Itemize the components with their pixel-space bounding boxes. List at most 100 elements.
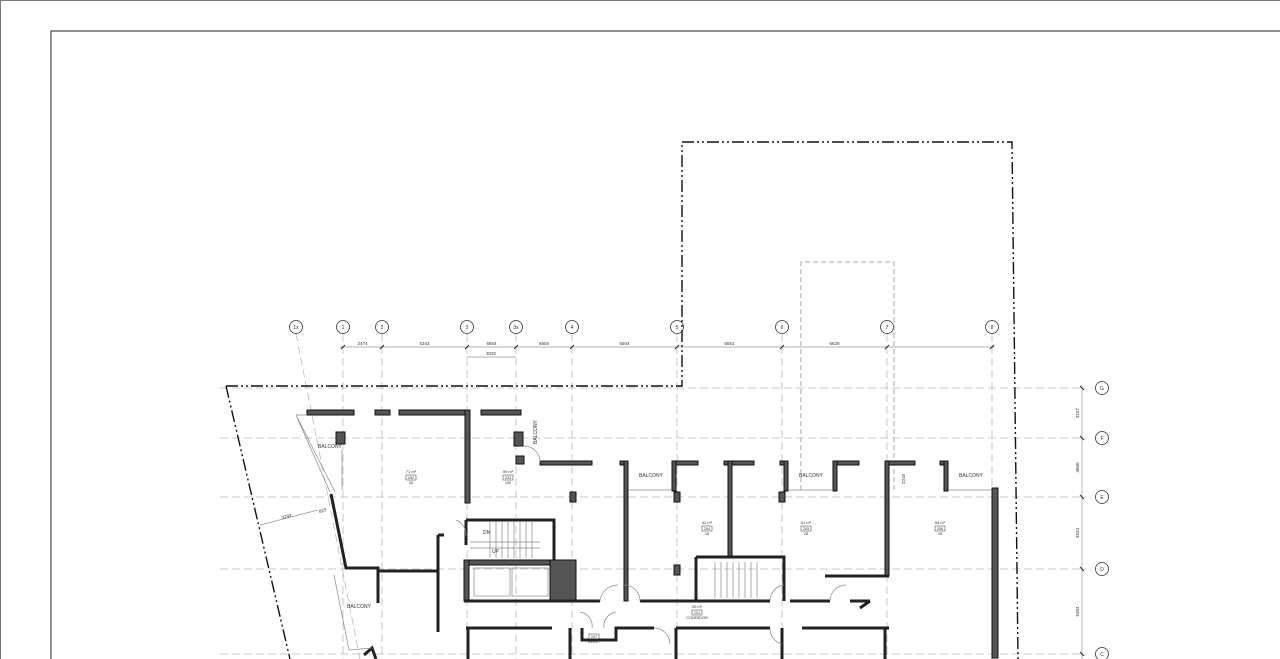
dimension-line — [259, 509, 319, 526]
dimension-value: 5343 — [419, 341, 430, 346]
dimension-tick — [513, 344, 519, 350]
grid-bubble — [1095, 647, 1109, 659]
room-number-box — [502, 474, 514, 481]
dimension-value: 6604 — [539, 341, 550, 346]
room-area: 40 m² — [692, 604, 703, 609]
dimension-tick — [569, 344, 575, 350]
room-number-box — [701, 525, 713, 532]
grid-label: 6 — [781, 325, 784, 331]
grid-bubble — [460, 320, 474, 334]
dimension-value: 6629 — [829, 341, 840, 346]
dimension-tick — [989, 344, 995, 350]
grid-bubble — [289, 320, 303, 334]
grid-label: 3 — [466, 325, 469, 331]
room-name: ELEC. — [588, 639, 600, 644]
dimension-tick — [340, 344, 346, 350]
room-number: 205 — [803, 527, 809, 531]
grid-bubble — [985, 320, 999, 334]
room-occupancy: 18 — [938, 532, 942, 536]
balcony-label: BALCONY — [959, 473, 984, 479]
dimension-value: 2474 — [357, 341, 368, 346]
room-occupancy: 28 — [804, 532, 808, 536]
stair-up-label: UP — [492, 549, 500, 555]
dimension-tick — [379, 344, 385, 350]
property-boundary — [226, 141, 1019, 659]
dimension-value: 3660 — [1075, 462, 1080, 473]
dimension-tick — [1079, 651, 1085, 657]
room-area: 61 m² — [801, 520, 812, 525]
balcony-label: BALCONY — [318, 444, 343, 450]
balcony-label: BALCONY — [347, 604, 372, 610]
room-number-box — [800, 525, 812, 532]
grid-label: 4 — [571, 325, 574, 331]
dimension-value: 823 — [318, 507, 327, 514]
canopy-outline — [800, 261, 895, 490]
dimension-tick — [1079, 435, 1085, 441]
column-grid-line — [295, 333, 361, 659]
dimension-tick — [674, 344, 680, 350]
dimensions: 2474 5343 6604 6604 6604 6551 6629 3032 3157 3660… — [259, 341, 1085, 659]
grid-bubble — [565, 320, 579, 334]
grid-label: G — [1100, 386, 1104, 392]
room-number-box — [405, 474, 417, 481]
dimension-tick — [884, 344, 890, 350]
room-number: 203 — [505, 476, 511, 480]
room-number: 201 — [694, 611, 700, 615]
grid-label: F — [1100, 436, 1103, 442]
room-number-box — [691, 609, 703, 616]
balcony-label: BALCONY — [533, 419, 539, 444]
room-occupancy: 18 — [705, 532, 709, 536]
room-number: 206 — [937, 527, 943, 531]
grid-label: 3x — [513, 325, 519, 331]
dimension-value: 3292 — [281, 513, 292, 521]
grid-bubble — [670, 320, 684, 334]
balcony-label: BALCONY — [799, 473, 824, 479]
grid-bubble — [336, 320, 350, 334]
room-number-box — [934, 525, 946, 532]
dimension-value: 2316 — [901, 473, 906, 484]
grid-label: 7 — [886, 325, 889, 331]
dimension-tick — [464, 344, 470, 350]
dimension-value: 6604 — [619, 341, 630, 346]
dimension-tick — [1079, 385, 1085, 391]
dimension-value: 5304 — [1075, 606, 1080, 617]
dimension-tick — [779, 344, 785, 350]
room-occupancy: 26 — [409, 481, 413, 485]
grid-bubble — [1095, 431, 1109, 445]
room-name: CORRIDOR — [686, 615, 708, 620]
dimension-value: 6551 — [724, 341, 735, 346]
grid-bubble — [1095, 381, 1109, 395]
grid-label: D — [1100, 567, 1104, 573]
dimension-value: 3032 — [486, 351, 497, 356]
walls — [295, 409, 999, 659]
grid-label: 5 — [676, 325, 679, 331]
grid-bubble — [509, 320, 523, 334]
grid-bubble — [775, 320, 789, 334]
dimension-value: 4524 — [1075, 527, 1080, 538]
dimension-tick — [1079, 566, 1085, 572]
title-block-frame — [50, 30, 1280, 659]
grid-label: E — [1100, 495, 1104, 501]
dimension-value: 6604 — [486, 341, 497, 346]
grid-label: 8 — [991, 325, 994, 331]
grid-bubble — [1095, 562, 1109, 576]
stair-dn-label: DN — [483, 530, 491, 536]
room-occupancy: 150 — [505, 481, 511, 485]
property-boundary-left — [225, 385, 291, 659]
balcony-label: BALCONY — [639, 473, 664, 479]
room-area: 59 m² — [503, 469, 514, 474]
dimension-value: 3157 — [1075, 407, 1080, 418]
room-number-box — [588, 633, 600, 640]
grid-label: 2 — [381, 325, 384, 331]
grid-bubble — [1095, 490, 1109, 504]
dimension-tick — [1079, 494, 1085, 500]
